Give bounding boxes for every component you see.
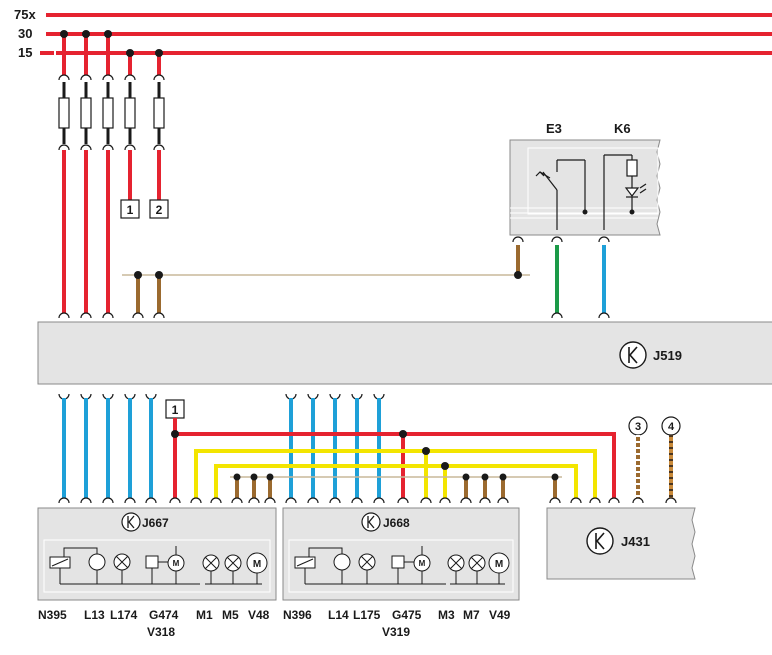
label-v319: V319	[382, 625, 410, 639]
control-unit-icon-j667	[121, 512, 141, 532]
switch-block: E3 K6	[509, 121, 661, 243]
rail-30-label: 30	[18, 26, 32, 41]
fuse-1	[58, 97, 70, 129]
marker-2: 2	[156, 203, 163, 217]
marker-4: 4	[668, 421, 675, 433]
label-m7: M7	[463, 608, 480, 622]
marker-1: 1	[127, 203, 134, 217]
label-m3: M3	[438, 608, 455, 622]
label-j667: J667	[142, 516, 169, 530]
lower-module-connectors	[58, 497, 677, 504]
label-n395: N395	[38, 608, 67, 622]
label-m5: M5	[222, 608, 239, 622]
svg-text:M: M	[173, 559, 180, 568]
label-j431: J431	[621, 534, 650, 549]
j519-top-connectors	[58, 312, 610, 319]
rail-15-label: 15	[18, 45, 32, 60]
wires-yellow-bus	[194, 449, 597, 498]
label-g474: G474	[149, 608, 179, 622]
supply-rails: 75x 30 15	[14, 7, 772, 60]
label-v48: V48	[248, 608, 270, 622]
control-unit-icon-j431	[586, 527, 614, 555]
wire-red-power	[173, 418, 616, 498]
fuse-2	[80, 97, 92, 129]
marker-boxes-top: 1 2	[120, 199, 169, 219]
label-l175: L175	[353, 608, 381, 622]
label-l174: L174	[110, 608, 138, 622]
marker-1-bottom: 1	[172, 403, 179, 417]
label-j668: J668	[383, 516, 410, 530]
svg-text:M: M	[495, 559, 503, 570]
label-l13: L13	[84, 608, 105, 622]
switch-symbol	[535, 159, 586, 230]
component-labels: N395 L13 L174 G474 V318 M1 M5 V48 N396 L…	[38, 608, 511, 639]
fuse-5	[153, 97, 165, 129]
rail-75x-label: 75x	[14, 7, 36, 22]
wires-blue-j668	[289, 398, 381, 498]
svg-text:M: M	[253, 559, 261, 570]
label-l14: L14	[328, 608, 349, 622]
control-unit-icon-j668	[361, 512, 381, 532]
twisted-wires-3-4: 3 4	[628, 416, 681, 498]
fuse-4	[124, 97, 136, 129]
module-j668: J668 M M	[282, 507, 520, 601]
label-v49: V49	[489, 608, 511, 622]
label-k6: K6	[614, 121, 631, 136]
module-j667: J667 M M	[37, 507, 277, 601]
fuse-block	[58, 74, 165, 151]
control-unit-icon	[619, 341, 647, 369]
label-v318: V318	[147, 625, 175, 639]
fuse-3	[102, 97, 114, 129]
label-n396: N396	[283, 608, 312, 622]
wires-brown-ground	[235, 477, 557, 498]
label-j519: J519	[653, 348, 682, 363]
svg-text:M: M	[419, 559, 426, 568]
label-e3: E3	[546, 121, 562, 136]
wires-blue-j667	[62, 398, 153, 498]
rail-junctions	[60, 30, 163, 57]
control-unit-j519: J519	[37, 321, 772, 385]
label-g475: G475	[392, 608, 422, 622]
marker-3: 3	[635, 421, 641, 433]
label-m1: M1	[196, 608, 213, 622]
fuse-branches	[62, 34, 161, 313]
module-j431: J431	[546, 507, 696, 580]
